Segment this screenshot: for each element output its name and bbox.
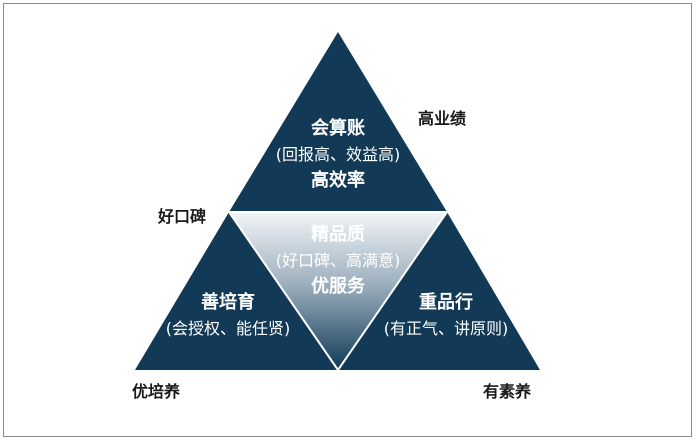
diagram-frame xyxy=(3,3,692,437)
top-title: 会算账 xyxy=(311,117,365,139)
top-bottom-title: 高效率 xyxy=(311,169,365,191)
label-bottom-right: 有素养 xyxy=(483,382,532,401)
center-triangle xyxy=(227,211,449,372)
center-title: 精品质 xyxy=(311,223,365,245)
label-left: 好口碑 xyxy=(157,207,206,226)
top-subtitle: (回报高、效益高) xyxy=(276,145,401,164)
right-subtitle: (有正气、讲原则) xyxy=(384,319,509,338)
left-title: 善培育 xyxy=(201,291,255,313)
right-triangle xyxy=(338,212,540,370)
label-top-right: 高业绩 xyxy=(418,109,466,128)
right-title: 重品行 xyxy=(419,291,473,313)
label-bottom-left: 优培养 xyxy=(132,382,181,401)
left-triangle xyxy=(135,212,338,370)
center-bottom-title: 优服务 xyxy=(311,275,366,297)
top-triangle xyxy=(229,32,447,212)
left-subtitle: (会授权、能任贤) xyxy=(166,319,291,338)
center-subtitle: (好口碑、高满意) xyxy=(276,251,401,270)
